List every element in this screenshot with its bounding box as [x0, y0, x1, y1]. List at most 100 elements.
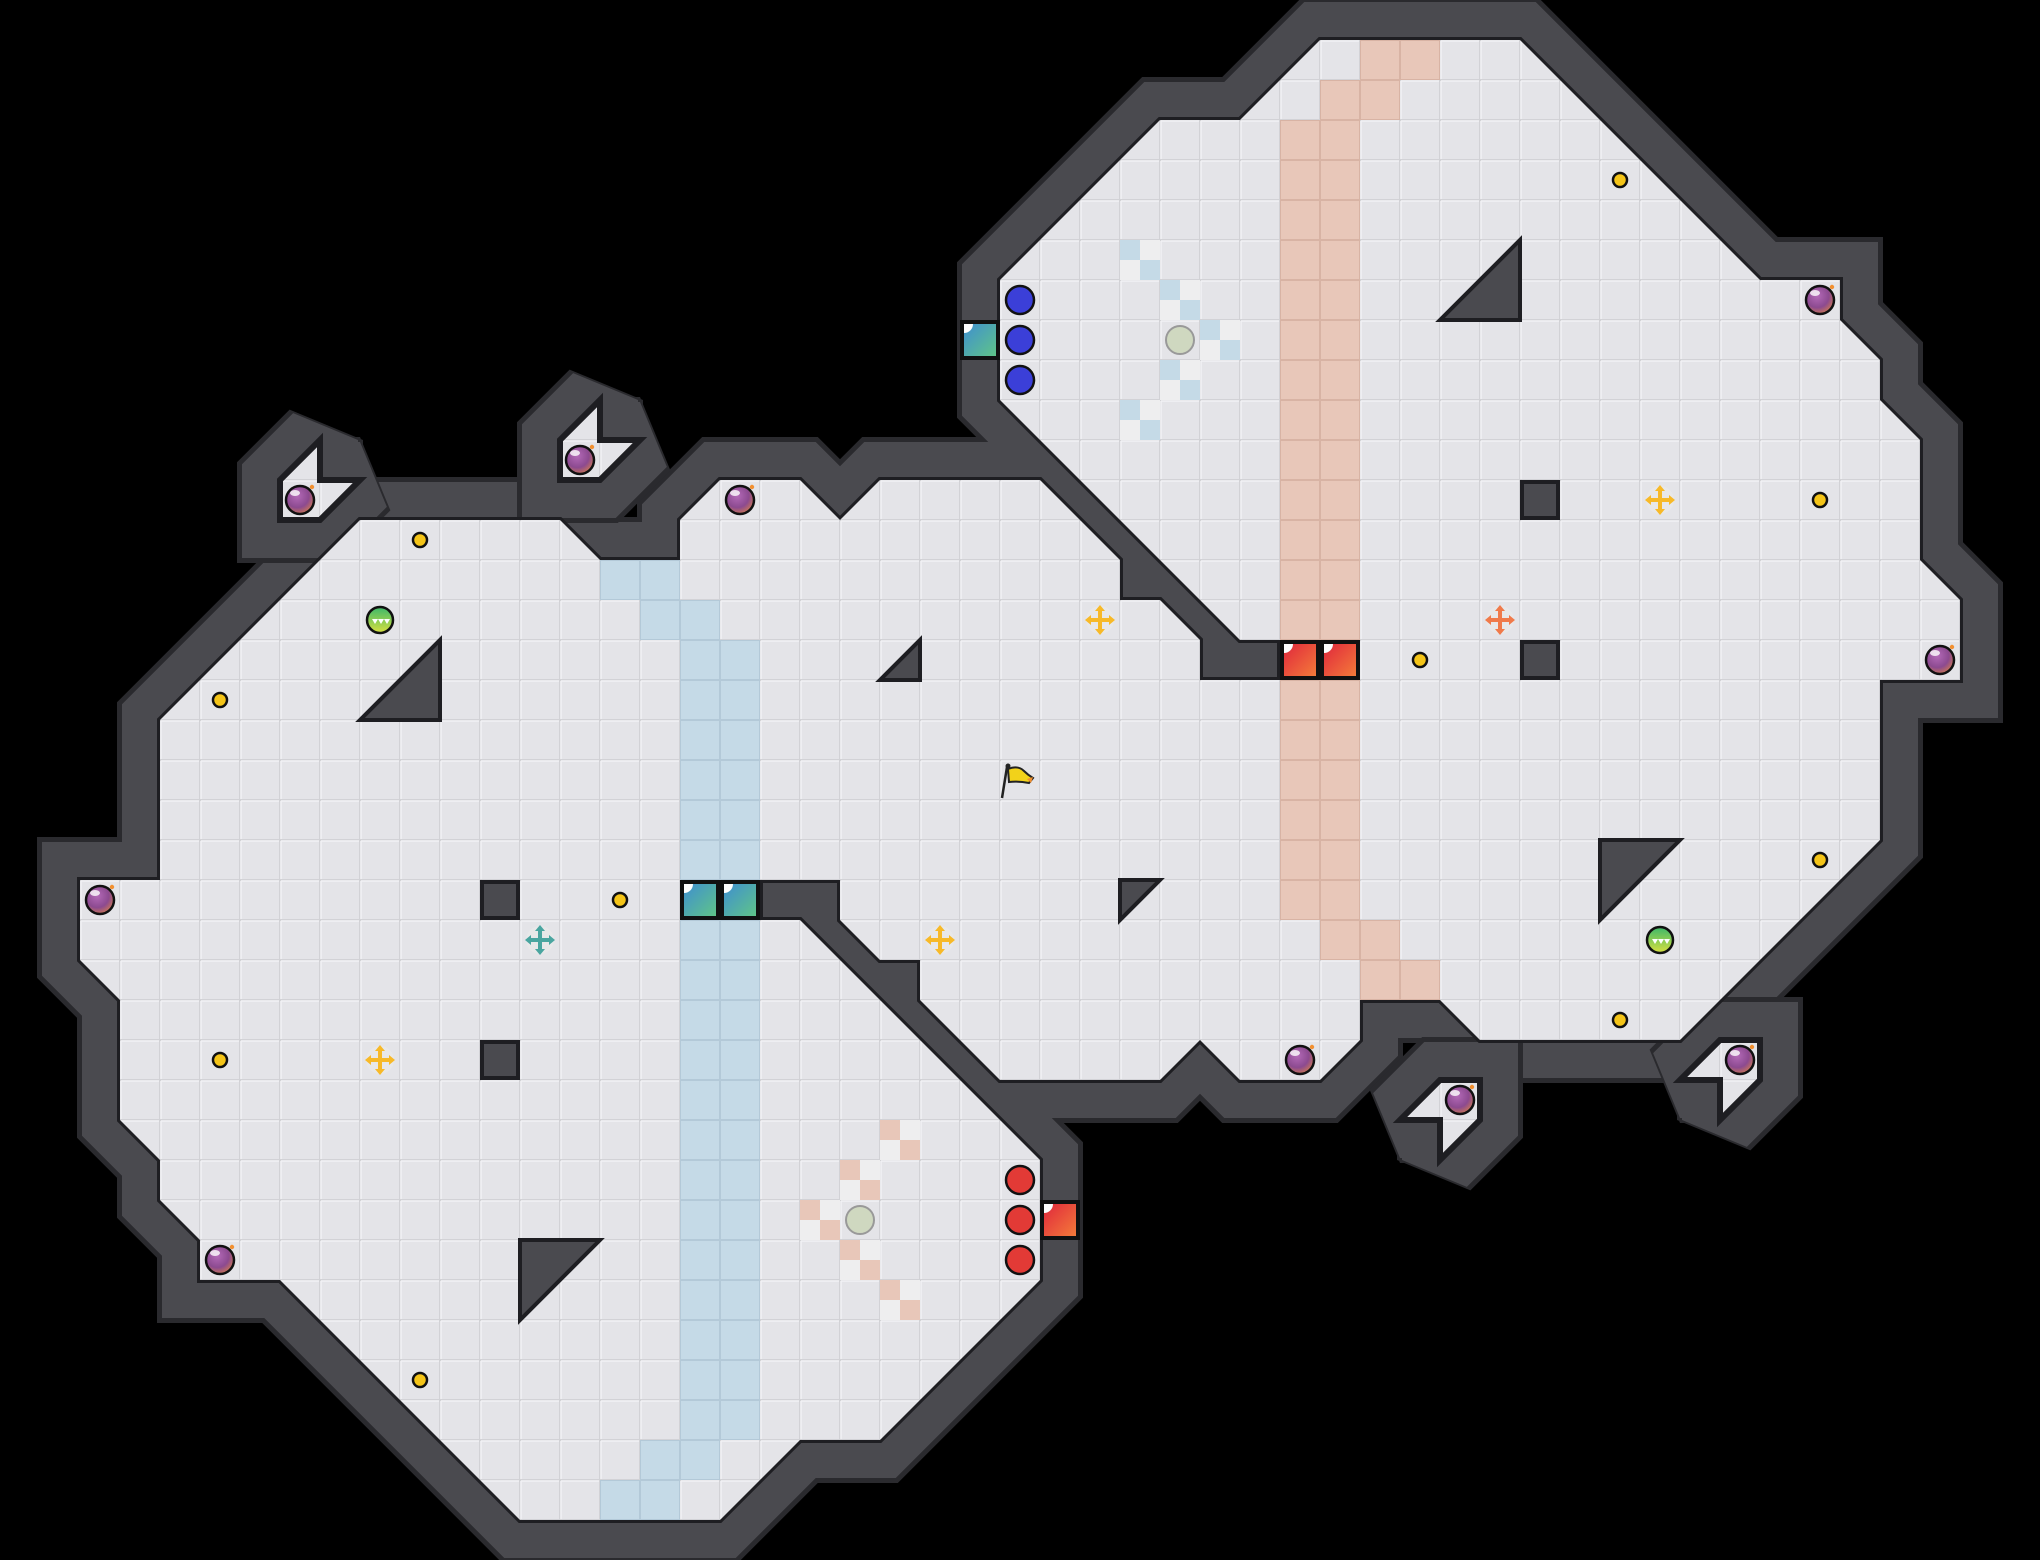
- yellow-flag-icon: [1000, 763, 1035, 799]
- red-team-spawn-icon: [1004, 1204, 1036, 1236]
- blue-zone-tile: [720, 920, 760, 960]
- red-zone-tile: [1320, 280, 1360, 320]
- red-team-spawn-icon: [1004, 1164, 1036, 1196]
- bomb-icon: [724, 484, 756, 516]
- blue-zone-tile: [720, 1080, 760, 1120]
- boost-arrows-icon: [525, 925, 555, 955]
- blue-zone-tile: [720, 720, 760, 760]
- red-zone-tile: [1320, 440, 1360, 480]
- red-gate-block-icon: [1280, 640, 1320, 680]
- bomb-icon: [204, 1244, 236, 1276]
- interior-walls: [355, 235, 1685, 1325]
- red-base-checker-tile: [880, 1120, 920, 1160]
- blue-team-spawn-icon: [1004, 284, 1036, 316]
- red-zone-tile: [1320, 400, 1360, 440]
- blue-zone-tile: [680, 1080, 720, 1120]
- boost-arrows-icon: [1485, 605, 1515, 635]
- red-zone-tile: [1360, 80, 1400, 120]
- red-zone-tile: [1360, 920, 1400, 960]
- blue-zone-tile: [720, 1120, 760, 1160]
- red-zone-tile: [1280, 840, 1320, 880]
- red-zone-tile: [1320, 800, 1360, 840]
- blue-zone-tile: [720, 1000, 760, 1040]
- blue-base-checker-tile: [1120, 240, 1160, 280]
- red-zone-tile: [1320, 80, 1360, 120]
- green-powerup-icon: [365, 605, 395, 635]
- blue-zone-tile: [720, 640, 760, 680]
- red-base-checker-tile: [840, 1160, 880, 1200]
- blue-zone-tile: [680, 920, 720, 960]
- blue-zone-tile: [720, 760, 760, 800]
- red-zone-tile: [1320, 560, 1360, 600]
- red-zone-tile: [1320, 320, 1360, 360]
- blue-zone-tile: [720, 1240, 760, 1280]
- wall-block: [1520, 640, 1560, 680]
- coin-icon: [411, 531, 429, 549]
- red-zone-tile: [1320, 120, 1360, 160]
- blue-zone-tile: [720, 1160, 760, 1200]
- red-zone-tile: [1280, 720, 1320, 760]
- bomb-icon: [1804, 284, 1836, 316]
- boost-arrows-icon: [925, 925, 955, 955]
- blue-zone-tile: [680, 1440, 720, 1480]
- red-zone-tile: [1400, 40, 1440, 80]
- blue-zone-tile: [680, 1280, 720, 1320]
- blue-zone-tile: [680, 600, 720, 640]
- red-zone-tile: [1320, 840, 1360, 880]
- coin-icon: [1811, 851, 1829, 869]
- wall-triangle: [875, 635, 922, 682]
- blue-zone-tile: [720, 1200, 760, 1240]
- team-zones: [600, 40, 1440, 1520]
- wall-triangle: [518, 1238, 605, 1325]
- red-zone-tile: [1320, 480, 1360, 520]
- blue-base-checker-tile: [1120, 400, 1160, 440]
- red-zone-tile: [1320, 160, 1360, 200]
- blue-zone-tile: [640, 560, 680, 600]
- blue-zone-tile: [680, 800, 720, 840]
- blue-zone-tile: [680, 640, 720, 680]
- wall-triangle: [1118, 878, 1165, 925]
- wall-triangle: [1598, 838, 1685, 925]
- red-zone-tile: [1280, 280, 1320, 320]
- coin-icon: [1411, 651, 1429, 669]
- bomb-icon: [284, 484, 316, 516]
- red-zone-tile: [1360, 960, 1400, 1000]
- bomb-icon: [564, 444, 596, 476]
- red-team-spawn-icon: [1004, 1244, 1036, 1276]
- bomb-icon: [1284, 1044, 1316, 1076]
- red-zone-tile: [1320, 680, 1360, 720]
- red-zone-tile: [1280, 160, 1320, 200]
- blue-base-checker-tile: [1200, 320, 1240, 360]
- blue-zone-tile: [680, 1120, 720, 1160]
- blue-zone-tile: [600, 560, 640, 600]
- blue-zone-tile: [680, 1240, 720, 1280]
- bomb-icon: [1924, 644, 1956, 676]
- blue-zone-tile: [720, 800, 760, 840]
- wall-block: [1520, 480, 1560, 520]
- blue-team-spawn-icon: [1004, 324, 1036, 356]
- blue-zone-tile: [720, 1360, 760, 1400]
- coin-icon: [611, 891, 629, 909]
- red-zone-tile: [1280, 240, 1320, 280]
- coin-icon: [211, 691, 229, 709]
- boost-arrows-icon: [1085, 605, 1115, 635]
- coin-icon: [211, 1051, 229, 1069]
- red-zone-tile: [1280, 800, 1320, 840]
- coin-icon: [1611, 171, 1629, 189]
- blue-zone-tile: [680, 1000, 720, 1040]
- coin-icon: [1811, 491, 1829, 509]
- red-gate-block-icon: [1320, 640, 1360, 680]
- wall-triangle: [355, 635, 442, 722]
- wall-block: [480, 880, 520, 920]
- red-zone-tile: [1280, 480, 1320, 520]
- blue-gate-block-icon: [720, 880, 760, 920]
- red-zone-tile: [1280, 520, 1320, 560]
- blue-zone-tile: [680, 680, 720, 720]
- blue-zone-tile: [720, 1040, 760, 1080]
- red-zone-tile: [1320, 360, 1360, 400]
- red-base-checker-tile: [840, 1240, 880, 1280]
- wall-triangle: [1435, 235, 1522, 322]
- red-zone-tile: [1320, 760, 1360, 800]
- blue-zone-tile: [680, 1400, 720, 1440]
